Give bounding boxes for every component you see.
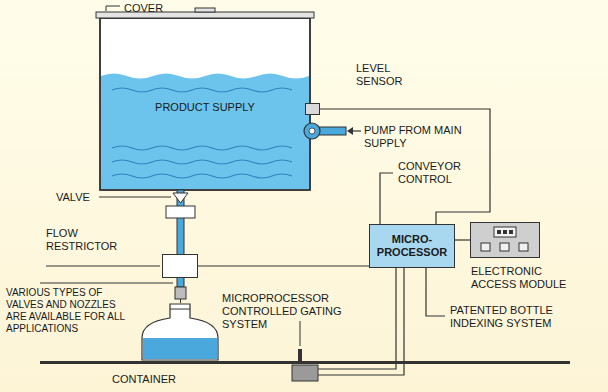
- gating-system: [292, 349, 318, 381]
- button: [500, 243, 509, 251]
- leader-line: [40, 283, 173, 284]
- tank: [100, 18, 310, 190]
- node-label: ELECTRONIC ACCESS MODULE: [471, 265, 581, 291]
- tank: [100, 18, 310, 190]
- flow-restrictor: FLOW RESTRICTOR: [162, 254, 198, 278]
- control-wire: [426, 268, 445, 316]
- node-text: PRODUCT SUPPLY: [152, 100, 258, 115]
- display-segment: [509, 230, 513, 234]
- tank: [112, 146, 292, 150]
- node-label: FLOW RESTRICTOR: [46, 227, 126, 253]
- container: [142, 304, 218, 360]
- pump: [304, 123, 320, 139]
- leader-line: [99, 197, 171, 198]
- tank: [112, 88, 292, 178]
- display: [494, 227, 516, 237]
- note-text: VARIOUS TYPES OF VALVES AND NOZZLES ARE …: [6, 287, 136, 335]
- tank: [112, 174, 292, 178]
- cover: [195, 8, 215, 12]
- leader-line: [106, 6, 120, 11]
- container: [143, 338, 217, 359]
- access-module: ELECTRONIC ACCESS MODULE: [470, 222, 540, 258]
- part-label: CONTAINER: [112, 373, 192, 386]
- part-label: PATENTED BOTTLE INDEXING SYSTEM: [450, 304, 572, 330]
- pump: [309, 128, 315, 134]
- button: [481, 243, 490, 251]
- tank: [101, 74, 309, 190]
- display-segment: [503, 230, 507, 234]
- display-segment: [497, 230, 501, 234]
- part-label: COVER: [124, 2, 184, 15]
- pipe: [166, 190, 195, 303]
- control-wire: [380, 173, 393, 224]
- signal-wire: [198, 265, 369, 266]
- level-sensor: LEVEL SENSOR: [305, 103, 320, 115]
- pipe: [175, 287, 186, 299]
- container: [142, 304, 218, 360]
- part-label: MICROPROCESSOR CONTROLLED GATING SYSTEM: [222, 292, 382, 331]
- part-label: PUMP FROM MAIN SUPPLY: [364, 124, 464, 150]
- pipe: [173, 193, 188, 203]
- node-label: LEVEL SENSOR: [356, 62, 418, 88]
- part-label: VALVE: [56, 191, 98, 204]
- node-text: MICRO-PROCESSOR: [370, 233, 454, 259]
- leader-line: [300, 321, 301, 346]
- pump: [347, 127, 353, 135]
- signal-wire: [320, 109, 490, 224]
- tank: [112, 160, 292, 164]
- microprocessor: MICRO-PROCESSOR: [369, 224, 455, 268]
- signal-wire: [455, 239, 470, 240]
- button: [519, 243, 528, 251]
- keypad-display: [471, 223, 539, 257]
- tank: [112, 88, 292, 92]
- pipe: [166, 206, 195, 218]
- gating-system: [298, 349, 302, 361]
- gating-system: [292, 365, 318, 381]
- control-wire: [318, 268, 404, 375]
- tank: [100, 18, 310, 190]
- container: [170, 309, 190, 310]
- control-wire: [318, 268, 396, 369]
- product-tank: PRODUCT SUPPLY: [101, 74, 309, 189]
- leader-line: [46, 266, 160, 267]
- pipe: [180, 299, 181, 303]
- pump: [352, 130, 361, 131]
- pump: [304, 123, 361, 139]
- part-label: CONVEYOR CONTROL: [398, 160, 478, 186]
- conveyor: [40, 361, 570, 364]
- control-wire: [318, 173, 445, 375]
